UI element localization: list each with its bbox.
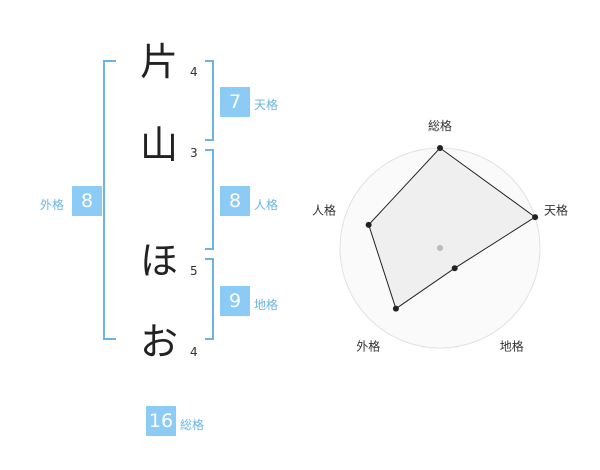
- name-char-4: お: [140, 320, 179, 364]
- chikaku-label: 地格: [254, 298, 279, 312]
- jin-bracket: [205, 149, 214, 250]
- stroke-count-2: 3: [190, 146, 198, 160]
- tenkaku-label: 天格: [254, 98, 279, 112]
- name-char-1: 片: [140, 40, 179, 84]
- gaikaku-label: 外格: [40, 198, 65, 212]
- gaikaku-value: 8: [72, 186, 102, 216]
- radar-point: [451, 265, 458, 272]
- jinkaku-value: 8: [220, 186, 250, 216]
- chi-bracket: [205, 258, 214, 340]
- soukaku-value: 16: [146, 406, 176, 436]
- axis-label-chikaku: 地格: [500, 339, 524, 354]
- stroke-count-1: 4: [190, 65, 198, 79]
- axis-label-gaikaku: 外格: [356, 339, 380, 354]
- radar-points: [365, 145, 539, 312]
- radar-point: [365, 221, 372, 228]
- name-char-3: ほ: [140, 239, 179, 283]
- axis-label-soukaku: 総格: [428, 118, 452, 133]
- chikaku-value: 9: [220, 286, 250, 316]
- jinkaku-label: 人格: [254, 198, 279, 212]
- radar-point: [392, 305, 399, 312]
- radar-point: [437, 145, 443, 151]
- stroke-count-4: 4: [190, 345, 198, 359]
- ten-bracket: [205, 60, 214, 141]
- axis-label-jinkaku: 人格: [312, 202, 336, 217]
- outer-bracket: [103, 60, 116, 340]
- name-char-2: 山: [140, 123, 179, 167]
- tenkaku-value: 7: [220, 87, 250, 117]
- stroke-count-3: 5: [190, 264, 198, 278]
- soukaku-label: 総格: [180, 418, 205, 432]
- radar-point: [532, 214, 539, 221]
- axis-label-tenkaku: 天格: [544, 202, 568, 217]
- radar-polygon: [368, 147, 536, 310]
- radar-center: [437, 245, 443, 251]
